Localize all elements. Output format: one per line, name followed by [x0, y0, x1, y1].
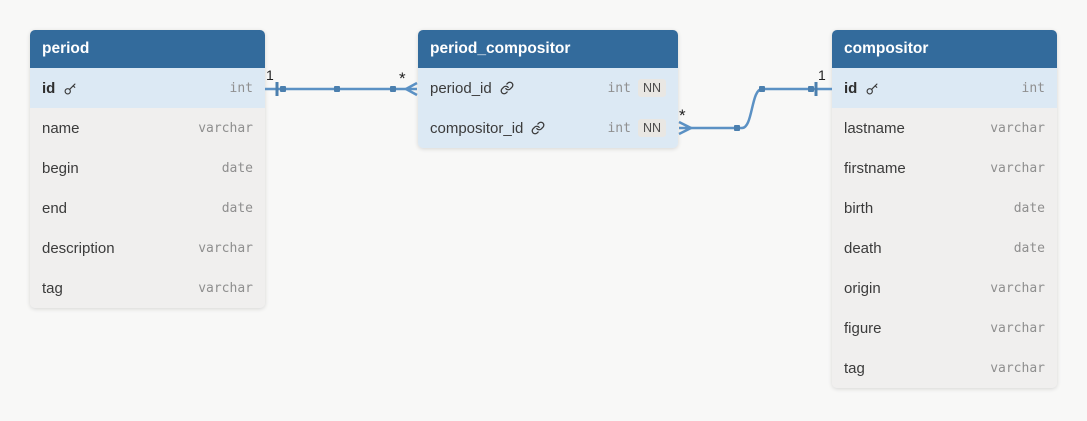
not-null-badge: NN: [637, 78, 666, 98]
field-type: varchar: [198, 240, 253, 256]
field-type: varchar: [990, 360, 1045, 376]
field-name: lastname: [844, 119, 905, 137]
field-name: description: [42, 239, 115, 257]
field-type: date: [221, 160, 253, 176]
table-field-row[interactable]: compositor_id int NN: [418, 108, 678, 148]
cardinality-one-label: 1: [266, 67, 274, 83]
key-icon: [865, 81, 880, 96]
table-period[interactable]: period id int name varchar begin date: [30, 30, 265, 308]
field-type: varchar: [990, 120, 1045, 136]
field-name: end: [42, 199, 68, 217]
relationship-compositor-period_compositor[interactable]: 1 *: [678, 67, 832, 136]
cardinality-many-label: *: [679, 106, 686, 125]
table-name: compositor: [844, 40, 929, 57]
field-name: firstname: [844, 159, 906, 177]
field-type: varchar: [990, 160, 1045, 176]
field-name: tag: [844, 359, 865, 377]
connector-handle[interactable]: [759, 86, 765, 92]
field-type: varchar: [198, 280, 253, 296]
table-body: id int lastname varchar firstname varcha…: [832, 68, 1057, 388]
table-field-row[interactable]: origin varchar: [832, 268, 1057, 308]
table-field-row[interactable]: period_id int NN: [418, 68, 678, 108]
field-name: name: [42, 119, 80, 137]
table-field-row[interactable]: name varchar: [30, 108, 265, 148]
field-name: id: [844, 79, 858, 97]
field-name: origin: [844, 279, 881, 297]
connector-handle[interactable]: [390, 86, 396, 92]
table-field-row[interactable]: birth date: [832, 188, 1057, 228]
cardinality-one-label: 1: [818, 67, 826, 83]
connector-handle[interactable]: [808, 86, 814, 92]
table-body: period_id int NN compositor_id int NN: [418, 68, 678, 148]
table-field-row[interactable]: lastname varchar: [832, 108, 1057, 148]
table-field-row[interactable]: begin date: [30, 148, 265, 188]
table-name: period: [42, 40, 90, 57]
connector-handle[interactable]: [280, 86, 286, 92]
table-field-row[interactable]: description varchar: [30, 228, 265, 268]
field-type: int: [229, 80, 253, 96]
table-name: period_compositor: [430, 40, 571, 57]
table-field-row[interactable]: tag varchar: [832, 348, 1057, 388]
relationship-line: [691, 87, 832, 130]
table-header[interactable]: period_compositor: [418, 30, 678, 68]
field-name: tag: [42, 279, 63, 297]
field-type: date: [1013, 240, 1045, 256]
table-header[interactable]: period: [30, 30, 265, 68]
field-name: birth: [844, 199, 874, 217]
field-name: death: [844, 239, 882, 257]
table-field-row[interactable]: tag varchar: [30, 268, 265, 308]
crowsfoot-many-marker: [405, 81, 418, 97]
field-type: int: [607, 120, 631, 136]
link-icon: [531, 121, 545, 135]
field-type: varchar: [198, 120, 253, 136]
field-type: varchar: [990, 280, 1045, 296]
field-name: figure: [844, 319, 882, 337]
field-type: varchar: [990, 320, 1045, 336]
table-field-row[interactable]: figure varchar: [832, 308, 1057, 348]
field-name: period_id: [430, 79, 492, 97]
field-name: begin: [42, 159, 79, 177]
field-type: date: [1013, 200, 1045, 216]
field-type: int: [607, 80, 631, 96]
table-period_compositor[interactable]: period_compositor period_id int NN compo…: [418, 30, 678, 148]
field-type: date: [221, 200, 253, 216]
table-field-row[interactable]: id int: [30, 68, 265, 108]
field-type: int: [1021, 80, 1045, 96]
not-null-badge: NN: [637, 118, 666, 138]
cardinality-many-label: *: [399, 69, 406, 88]
table-body: id int name varchar begin date end: [30, 68, 265, 308]
connector-handle[interactable]: [334, 86, 340, 92]
table-field-row[interactable]: end date: [30, 188, 265, 228]
crowsfoot-many-marker: [678, 120, 692, 136]
table-header[interactable]: compositor: [832, 30, 1057, 68]
link-icon: [500, 81, 514, 95]
field-name: compositor_id: [430, 119, 524, 137]
connector-handle[interactable]: [734, 125, 740, 131]
field-name: id: [42, 79, 56, 97]
table-field-row[interactable]: id int: [832, 68, 1057, 108]
table-field-row[interactable]: firstname varchar: [832, 148, 1057, 188]
table-compositor[interactable]: compositor id int lastname varchar first…: [832, 30, 1057, 388]
table-field-row[interactable]: death date: [832, 228, 1057, 268]
key-icon: [63, 81, 78, 96]
relationship-period-period_compositor[interactable]: 1 *: [265, 67, 418, 97]
